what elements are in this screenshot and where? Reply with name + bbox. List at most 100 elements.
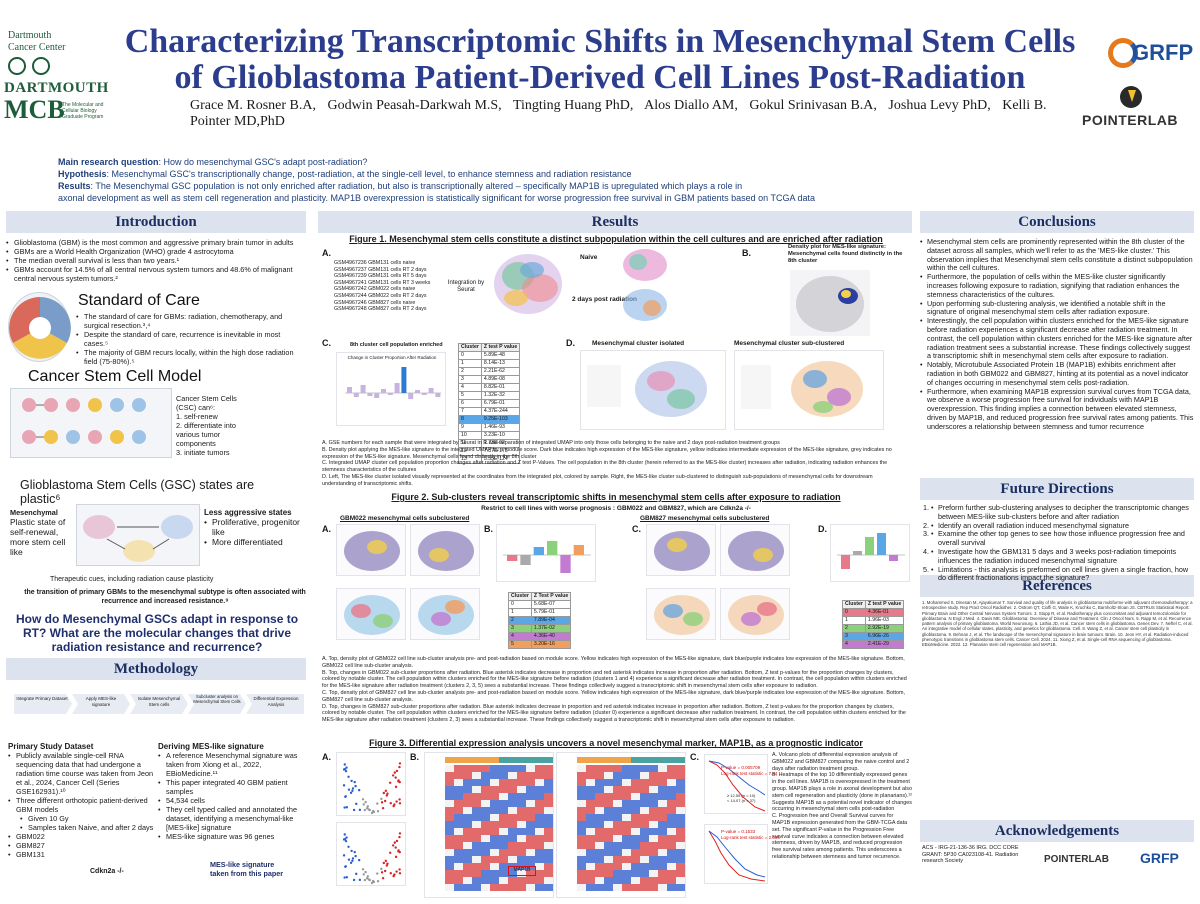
heat-cell <box>640 828 649 835</box>
heat-cell <box>526 856 535 863</box>
heat-cell <box>613 814 622 821</box>
heat-cell <box>517 849 526 856</box>
heat-cell <box>517 877 526 884</box>
grfp-logo: GRFP <box>1108 34 1193 74</box>
seal-icon <box>8 57 26 75</box>
volcano-point <box>351 787 355 790</box>
heat-cell <box>631 863 640 870</box>
cluster-bar <box>401 367 407 393</box>
mes-bullet: This paper integrated 40 GBM patient sam… <box>158 778 308 796</box>
volcano-point <box>380 801 384 804</box>
heat-cell <box>445 884 454 891</box>
map1b-highlight: MAP1B <box>508 866 536 876</box>
heat-cell <box>454 786 463 793</box>
volcano-point <box>345 806 349 809</box>
heat-cell <box>526 814 535 821</box>
heat-cell <box>640 821 649 828</box>
acknowledgements-block: ACS - IRG-21-136-36 IRG. DCC CORE GRANT:… <box>922 845 1194 865</box>
heat-cell <box>499 786 508 793</box>
caption-line: A. GSE numbers for each sample that were… <box>322 440 780 446</box>
heat-cell <box>631 821 640 828</box>
intro-bullet: Glioblastoma (GBM) is the most common an… <box>6 238 306 247</box>
dartmouth-cancer-center-logo: Dartmouth Cancer Center <box>8 30 98 75</box>
heat-cell <box>526 870 535 877</box>
heat-cell <box>640 877 649 884</box>
panel-label-a3: A. <box>322 752 331 762</box>
heat-cell <box>499 793 508 800</box>
pfs-survival-curve: P-value = 0.1533 Log-rank test statistic… <box>704 824 780 884</box>
heat-cell <box>544 807 553 814</box>
heat-cell <box>544 877 553 884</box>
heat-cell <box>595 814 604 821</box>
table-cell: 9.25E-103 <box>480 415 521 424</box>
heat-cell <box>454 765 463 772</box>
standard-of-care-heading: Standard of Care <box>78 292 200 309</box>
umap-scatter-icon <box>623 249 667 281</box>
volcano-point <box>363 808 367 812</box>
cluster-bar <box>381 389 386 393</box>
heat-cell <box>472 772 481 779</box>
table-cell: 8.82E-01 <box>480 383 521 392</box>
heat-cell <box>463 835 472 842</box>
volcano-point <box>382 791 386 795</box>
heat-cell <box>454 856 463 863</box>
csc-model-diagram <box>10 388 172 458</box>
table-cell: 5.68E-07 <box>530 600 572 609</box>
heat-cell <box>613 765 622 772</box>
heat-cell <box>463 814 472 821</box>
volcano-point <box>397 779 400 782</box>
heat-cell <box>472 765 481 772</box>
panel-label-b: B. <box>742 248 751 258</box>
group-bar <box>499 757 553 763</box>
heat-cell <box>454 779 463 786</box>
umap-scatter-icon <box>494 254 562 314</box>
heat-cell <box>454 849 463 856</box>
os-survival-curve: P-value = 0.005709 Log-rank test statist… <box>704 754 777 814</box>
heat-cell <box>604 772 613 779</box>
heat-cell <box>472 786 481 793</box>
title-line-2: of Glioblastoma Patient-Derived Cell Lin… <box>174 59 1026 96</box>
heat-cell <box>544 786 553 793</box>
volcano-point <box>391 774 395 777</box>
heat-cell <box>676 856 685 863</box>
heat-cell <box>517 800 526 807</box>
heat-cell <box>613 842 622 849</box>
heat-cell <box>463 863 472 870</box>
heat-cell <box>463 800 472 807</box>
heat-cell <box>622 856 631 863</box>
volcano-point <box>343 833 346 836</box>
heat-cell <box>622 765 631 772</box>
heat-cell <box>640 793 649 800</box>
heat-cell <box>544 849 553 856</box>
heat-cell <box>631 793 640 800</box>
heat-cell <box>586 884 595 891</box>
heat-cell <box>649 800 658 807</box>
subcluster-bar <box>877 533 886 555</box>
mcb-wordmark: MCB <box>4 95 65 124</box>
os-stats: P-value = 0.005709 Log-rank test statist… <box>721 765 778 776</box>
mes-bullet: A reference Mesenchymal signature was ta… <box>158 751 308 778</box>
section-introduction: Introduction <box>6 211 306 233</box>
heat-cell <box>577 856 586 863</box>
heat-cell <box>667 793 676 800</box>
heat-cell <box>490 772 499 779</box>
volcano-point <box>395 839 399 843</box>
volcano-point <box>357 858 361 862</box>
density-plot <box>790 270 870 336</box>
panel-label-c: C. <box>322 338 331 348</box>
heat-cell <box>463 765 472 772</box>
heat-cell <box>622 786 631 793</box>
heat-cell <box>667 807 676 814</box>
heat-cell <box>577 807 586 814</box>
mesenchymal-text: Mesenchymal Plastic state of self-renewa… <box>10 508 74 557</box>
heat-cell <box>613 856 622 863</box>
heat-cell <box>577 870 586 877</box>
heat-cell <box>499 842 508 849</box>
volcano-point <box>363 878 367 882</box>
volcano-point <box>393 841 397 844</box>
heat-cell <box>490 877 499 884</box>
gbm827-proportion-chart <box>830 524 910 582</box>
hypothesis-label: Hypothesis <box>58 169 107 179</box>
